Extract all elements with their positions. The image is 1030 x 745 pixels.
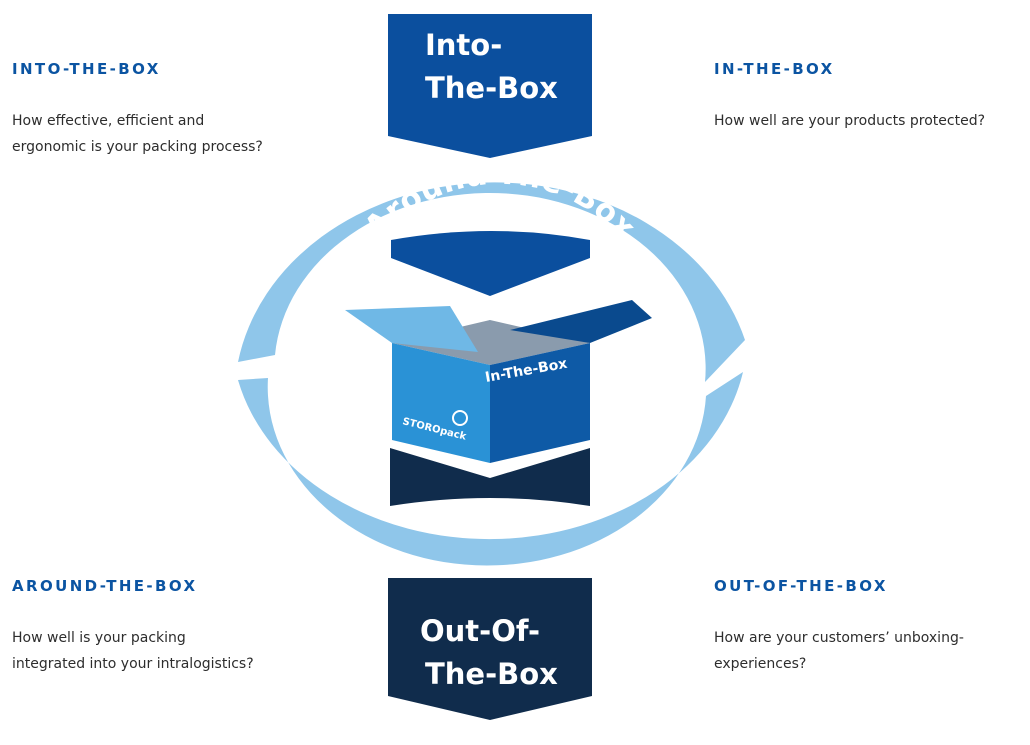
- around-the-box-heading: AROUND-THE-BOX: [12, 577, 198, 595]
- out-of-the-box-heading: OUT-OF-THE-BOX: [714, 577, 888, 595]
- box-left-flap: [345, 306, 478, 352]
- out-of-the-box-arrow-line2: The-Box: [425, 657, 558, 691]
- box-inside: [392, 320, 590, 365]
- out-of-the-box-block: OUT-OF-THE-BOX How are your customers’ u…: [714, 577, 1024, 677]
- around-the-box-block: AROUND-THE-BOX How well is your packing …: [12, 577, 342, 677]
- in-the-box-question: How well are your products protected?: [714, 113, 986, 129]
- into-the-box-block: INTO-THE-BOX How effective, efficient an…: [12, 60, 342, 160]
- into-the-box-question: How effective, efficient and ergonomic i…: [12, 113, 263, 155]
- ring-lower-arc: [238, 372, 743, 566]
- around-the-box-question: How well is your packing integrated into…: [12, 630, 254, 672]
- into-the-box-arrow-shape: [388, 14, 592, 158]
- out-of-the-box-arrow: Out-Of- The-Box: [388, 578, 592, 720]
- box-left-face: [392, 343, 490, 463]
- out-of-the-box-arrow-shape: [388, 578, 592, 720]
- into-the-box-arrow-line1: Into-: [425, 28, 502, 62]
- storopack-logo-icon: [452, 410, 468, 426]
- into-the-box-arrow-line2: The-Box: [425, 71, 558, 105]
- into-the-box-arrow: Into- The-Box: [388, 14, 592, 158]
- out-of-the-box-question: How are your customers’ unboxing- experi…: [714, 630, 964, 672]
- box-right-face: [490, 343, 590, 463]
- base-shape: [390, 448, 590, 506]
- in-the-box-block: IN-THE-BOX How well are your products pr…: [714, 60, 1024, 134]
- in-the-box-heading: IN-THE-BOX: [714, 60, 835, 78]
- lid-shape: [391, 231, 590, 296]
- box-right-flap: [510, 300, 652, 343]
- open-box: In-The-Box STOROpack: [345, 300, 652, 463]
- out-of-the-box-arrow-line1: Out-Of-: [420, 614, 540, 648]
- into-the-box-heading: INTO-THE-BOX: [12, 60, 161, 78]
